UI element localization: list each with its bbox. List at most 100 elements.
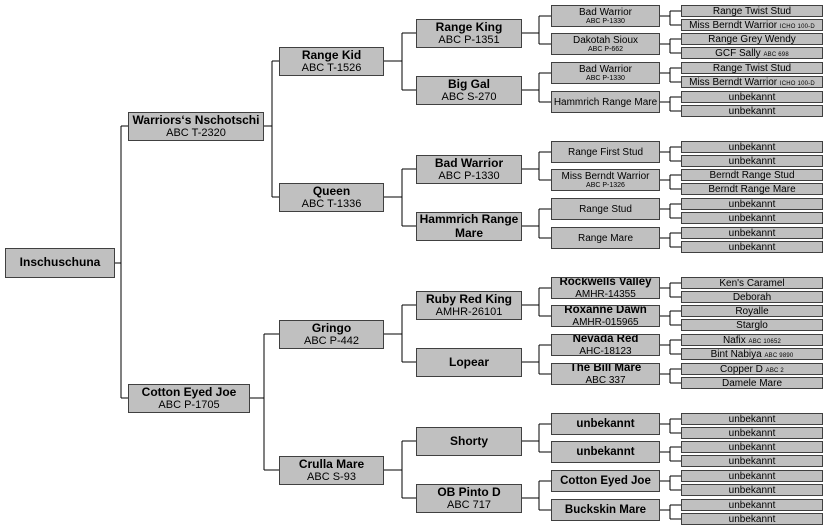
horse-box-gen2: Crulla Mare ABC S-93 — [279, 456, 384, 485]
horse-box-gen5: Starglo — [681, 319, 823, 331]
horse-box-gen4: Range Stud — [551, 198, 660, 220]
horse-name: unbekannt — [729, 456, 776, 466]
horse-box-gen4: Hammrich Range Mare — [551, 91, 660, 113]
horse-box-gen4: Roxanne Dawn AMHR-015965 — [551, 305, 660, 327]
horse-name: unbekannt — [728, 105, 776, 117]
horse-box-gen5: unbekannt — [681, 105, 823, 117]
horse-name: Lopear — [448, 354, 489, 369]
horse-box-gen5: unbekannt — [681, 212, 823, 224]
horse-name-text: unbekannt — [728, 91, 776, 103]
horse-name: Range First Stud — [567, 146, 644, 158]
horse-box-gen5: Miss Berndt Warrior ICHO 100-D — [681, 19, 823, 31]
horse-box-gen5: Bint Nabiya ABC 9890 — [681, 348, 823, 360]
horse-name: Miss Berndt Warrior — [561, 170, 650, 182]
horse-name: Warriors‘s Nschotschi — [132, 112, 260, 127]
horse-name: unbekannt — [728, 513, 776, 525]
horse-name-text: Berndt Range Stud — [709, 169, 795, 181]
horse-box-gen5: unbekannt — [681, 513, 823, 525]
horse-registration: ABC S-270 — [441, 91, 497, 104]
horse-name: Hammrich Range Mare — [553, 96, 658, 108]
horse-registration: ABC 10652 — [748, 338, 782, 345]
horse-name-text: unbekannt — [728, 413, 776, 425]
horse-box-gen5: Range Grey Wendy — [681, 33, 823, 45]
horse-box-gen3: Hammrich Range Mare — [416, 212, 522, 241]
horse-name-text: Damele Mare — [721, 377, 783, 389]
horse-box-gen5: unbekannt — [681, 470, 823, 482]
horse-name: Bad Warrior — [579, 63, 632, 75]
horse-name: unbekannt — [576, 445, 635, 458]
horse-name: unbekannt — [729, 213, 776, 223]
horse-box-gen4: Rockwells Valley AMHR-14355 — [551, 277, 660, 299]
horse-name: Miss Berndt Warrior ICHO 100-D — [689, 77, 815, 87]
horse-box-gen5: unbekannt — [681, 198, 823, 210]
horse-name-text: unbekannt — [728, 427, 776, 439]
horse-name: Inschuschuna — [19, 255, 101, 270]
horse-name-text: Range Grey Wendy — [708, 33, 796, 45]
horse-box-gen4: Range Mare — [551, 227, 660, 249]
horse-name-text: unbekannt — [728, 105, 776, 117]
horse-name: Range Kid — [301, 47, 362, 62]
horse-box-gen4: unbekannt — [551, 441, 660, 463]
horse-registration: ABC P-1330 — [586, 17, 625, 25]
horse-name: unbekannt — [729, 242, 776, 252]
horse-name-text: Starglo — [736, 319, 768, 331]
horse-box-gen5: unbekannt — [681, 227, 823, 239]
horse-name: Berndt Range Mare — [708, 184, 795, 194]
horse-registration: ABC 9890 — [764, 352, 794, 359]
horse-registration: ABC T-2320 — [166, 127, 226, 140]
horse-name: Miss Berndt Warrior ICHO 100-D — [689, 20, 815, 30]
horse-name: Range Twist Stud — [712, 5, 792, 17]
horse-registration: ABC P-1330 — [438, 170, 500, 183]
horse-name: Big Gal — [447, 76, 490, 91]
horse-registration: ABC P-662 — [587, 45, 624, 53]
horse-name: Damele Mare — [721, 377, 783, 389]
horse-registration: ABC S-93 — [307, 471, 356, 484]
horse-name-text: unbekannt — [728, 513, 776, 525]
horse-box-gen5: unbekannt — [681, 141, 823, 153]
horse-box-gen4: Bad Warrior ABC P-1330 — [551, 62, 660, 84]
horse-registration: ICHO 100-D — [779, 23, 815, 30]
horse-name-text: unbekannt — [728, 441, 776, 453]
horse-box-gen5: unbekannt — [681, 499, 823, 511]
horse-name: unbekannt — [728, 413, 776, 425]
horse-box-gen5: Berndt Range Mare — [681, 183, 823, 195]
horse-name: Royalle — [735, 305, 769, 317]
horse-name: Queen — [312, 183, 351, 198]
horse-box-gen3: Range King ABC P-1351 — [416, 19, 522, 48]
horse-name-text: Deborah — [732, 291, 772, 303]
horse-name: Bad Warrior — [579, 6, 632, 18]
horse-box-gen5: unbekannt — [681, 91, 823, 103]
horse-name-text: unbekannt — [728, 470, 776, 482]
horse-box-root: Inschuschuna — [5, 248, 115, 278]
horse-name: unbekannt — [728, 427, 776, 439]
horse-box-gen3: Big Gal ABC S-270 — [416, 76, 522, 105]
horse-name-text: unbekannt — [728, 198, 776, 210]
horse-box-gen5: Range Twist Stud — [681, 62, 823, 74]
horse-box-gen5: GCF Sally ABC 698 — [681, 47, 823, 59]
horse-box-gen4: The Bill Mare ABC 337 — [551, 363, 660, 385]
horse-name: Range Mare — [577, 232, 634, 244]
horse-box-gen2: Queen ABC T-1336 — [279, 183, 384, 212]
horse-name: Ken's Caramel — [719, 278, 784, 288]
horse-box-gen5: Damele Mare — [681, 377, 823, 389]
horse-box-gen5: Miss Berndt Warrior ICHO 100-D — [681, 76, 823, 88]
horse-name: Range Grey Wendy — [708, 33, 796, 45]
horse-name: Dakotah Sioux — [572, 34, 639, 46]
horse-name-text: Royalle — [735, 305, 769, 317]
horse-name: unbekannt — [729, 500, 776, 510]
horse-name-text: Nafix — [722, 334, 746, 346]
horse-name: unbekannt — [728, 198, 776, 210]
horse-name: Crulla Mare — [298, 456, 365, 471]
horse-name-text: Range Twist Stud — [712, 5, 792, 17]
horse-name-text: GCF Sally — [715, 47, 761, 59]
horse-name-text: unbekannt — [728, 227, 776, 239]
horse-name-text: unbekannt — [728, 141, 776, 153]
horse-box-gen3: Bad Warrior ABC P-1330 — [416, 155, 522, 184]
horse-name: unbekannt — [728, 227, 776, 239]
horse-name: The Bill Mare — [569, 363, 642, 375]
horse-registration: ABC P-1351 — [438, 34, 500, 47]
horse-name-text: Bint Nabiya — [710, 348, 762, 360]
horse-registration: ABC 698 — [763, 51, 789, 58]
horse-box-gen4: Buckskin Mare — [551, 499, 660, 521]
